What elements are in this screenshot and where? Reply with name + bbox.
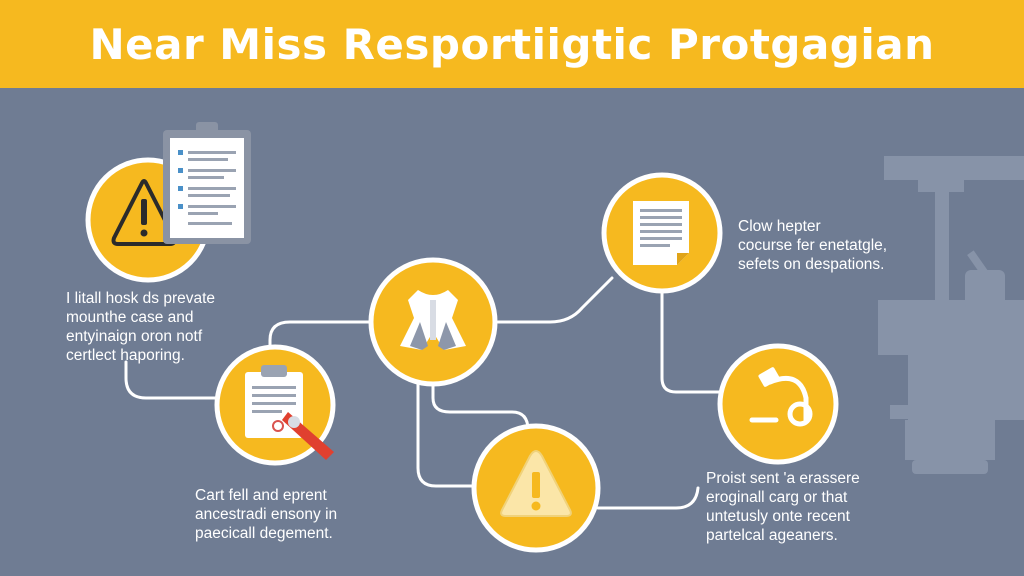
node-tools bbox=[717, 343, 839, 465]
text-line: mounthe case and bbox=[66, 309, 194, 326]
text-line: Cart fell and eprent bbox=[195, 487, 327, 504]
connector-clipboard-to-vest bbox=[268, 320, 374, 397]
connector-lines bbox=[124, 276, 724, 510]
text-block-bottom-right: Proist sent 'a erassere eroginall carg o… bbox=[706, 469, 860, 545]
machinery-silhouette bbox=[878, 156, 1024, 474]
text-line: I litall hosk ds prevate bbox=[66, 290, 216, 307]
warning-triangle-icon bbox=[500, 450, 572, 517]
page-title: Near Miss Resportiigtic Protgagian bbox=[89, 19, 935, 69]
text-line: Clow hepter bbox=[738, 218, 821, 235]
text-block-left: I litall hosk ds prevate mounthe case an… bbox=[66, 289, 215, 365]
connector-document-to-tools bbox=[660, 290, 724, 394]
node-clipboard-pen bbox=[214, 344, 336, 466]
node-document bbox=[601, 172, 723, 294]
connector-vest-to-document bbox=[496, 276, 614, 324]
text-line: eroginall carg or that bbox=[706, 489, 848, 506]
text-line: entyinaign oron notf bbox=[66, 328, 203, 345]
text-line: cocurse fer enetatgle, bbox=[738, 237, 888, 254]
connector-left-to-vest bbox=[124, 360, 217, 400]
connector-vest-down-right bbox=[431, 378, 530, 442]
clipboard-icon bbox=[163, 122, 251, 244]
safety-vest-icon bbox=[400, 290, 466, 350]
text-line: ancestradi ensony in bbox=[195, 506, 338, 523]
node-caution bbox=[471, 423, 601, 553]
node-warning-clipboard bbox=[85, 122, 251, 283]
text-line: sefets on despations. bbox=[738, 256, 885, 273]
connector-vest-down-left bbox=[416, 380, 480, 488]
text-line: Proist sent 'a erassere bbox=[706, 470, 860, 487]
text-block-bottom-center: Cart fell and eprent ancestradi ensony i… bbox=[195, 486, 337, 543]
text-line: untetusly onte recent bbox=[706, 508, 850, 525]
text-line: partelcal ageaners. bbox=[706, 527, 838, 544]
text-line: paecicall degement. bbox=[195, 525, 333, 542]
title-banner: Near Miss Resportiigtic Protgagian bbox=[0, 0, 1024, 88]
clipboard-with-pen-icon bbox=[245, 365, 334, 460]
document-icon bbox=[633, 201, 689, 265]
connector-caution-to-text bbox=[596, 486, 700, 510]
text-line: certlect haporing. bbox=[66, 347, 185, 364]
text-block-top-right: Clow hepter cocurse fer enetatgle, sefet… bbox=[738, 217, 887, 274]
node-safety-vest bbox=[368, 257, 498, 387]
